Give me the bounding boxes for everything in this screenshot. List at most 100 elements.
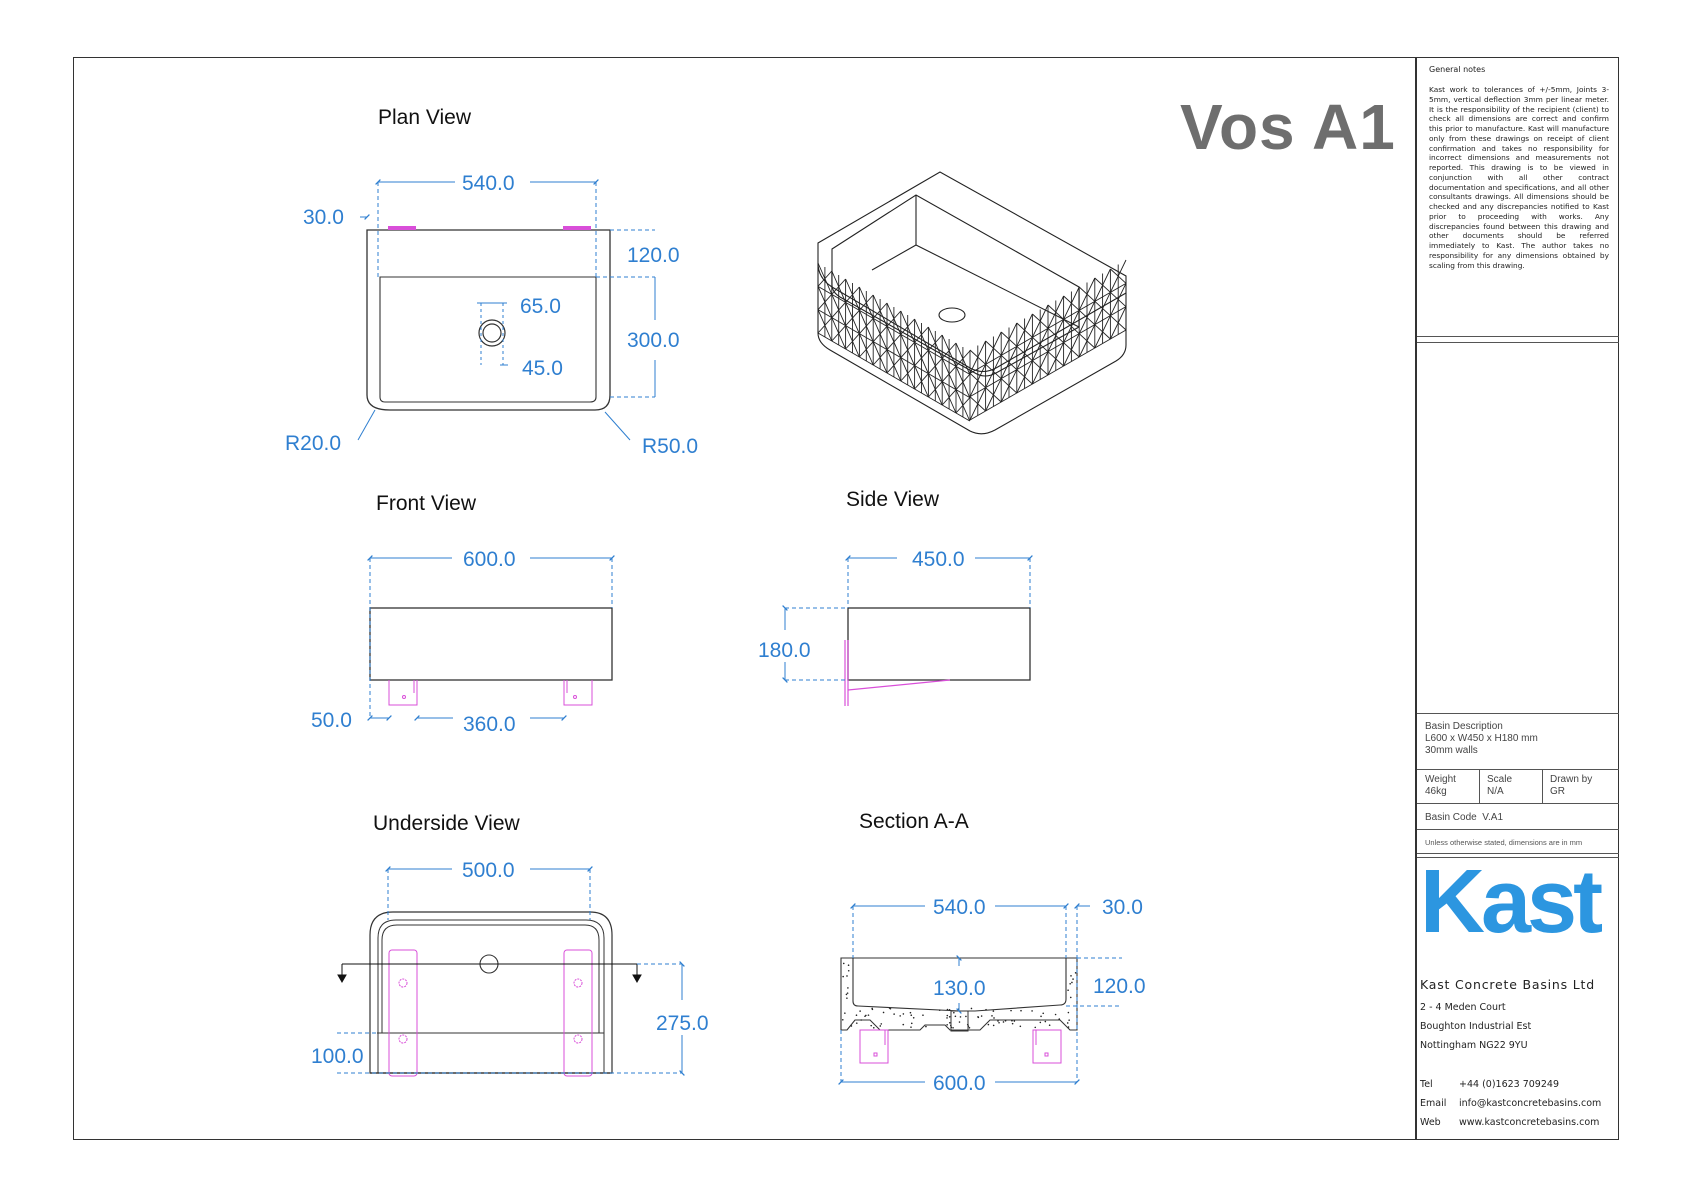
underside-dim-100: 100.0 xyxy=(311,1045,364,1068)
concrete-speck xyxy=(922,1014,924,1016)
address-line-2: Boughton Industrial Est xyxy=(1420,1021,1532,1032)
underside-dim-275: 275.0 xyxy=(656,1012,709,1035)
concrete-speck xyxy=(1058,1018,1061,1020)
web-link[interactable]: www.kastconcretebasins.com xyxy=(1459,1117,1600,1128)
email-link[interactable]: info@kastconcretebasins.com xyxy=(1459,1098,1602,1109)
plan-dim-65: 65.0 xyxy=(520,295,561,318)
concrete-speck xyxy=(1031,1010,1033,1012)
section-a-a-view: Section A-A 540.0 3 xyxy=(838,810,1146,1095)
section-dim-30: 30.0 xyxy=(1102,896,1143,919)
concrete-speck xyxy=(992,1010,995,1012)
concrete-speck xyxy=(846,975,848,977)
concrete-speck xyxy=(841,1018,844,1021)
concrete-speck xyxy=(1004,1019,1007,1022)
concrete-speck xyxy=(846,992,849,994)
plan-dim-r50: R50.0 xyxy=(642,435,698,458)
concrete-speck xyxy=(909,1011,912,1014)
concrete-speck xyxy=(1066,1022,1069,1024)
plan-view-title: Plan View xyxy=(378,106,472,129)
concrete-speck xyxy=(948,1021,951,1024)
concrete-speck xyxy=(948,1009,951,1011)
underside-dim-500: 500.0 xyxy=(462,859,515,882)
section-brackets xyxy=(859,1029,1062,1064)
concrete-speck xyxy=(850,1025,853,1027)
isometric-pattern xyxy=(817,259,1127,422)
concrete-speck xyxy=(998,1021,1000,1024)
concrete-speck xyxy=(992,1024,995,1027)
concrete-speck xyxy=(1039,1021,1042,1024)
concrete-speck xyxy=(888,1007,891,1009)
concrete-speck xyxy=(893,1013,895,1015)
concrete-speck xyxy=(1010,1009,1012,1012)
concrete-speck xyxy=(1067,989,1069,992)
concrete-speck xyxy=(912,1016,915,1019)
concrete-speck xyxy=(950,1024,952,1027)
plan-waste-inner xyxy=(482,323,502,343)
concrete-speck xyxy=(953,1011,955,1014)
concrete-speck xyxy=(925,1025,927,1028)
concrete-speck xyxy=(1042,1012,1045,1015)
concrete-speck xyxy=(902,1023,905,1026)
divider xyxy=(1417,342,1619,343)
drawing-frame xyxy=(73,57,1619,1140)
scale-label: Scale xyxy=(1487,774,1513,785)
side-dim-450: 450.0 xyxy=(912,548,965,571)
basin-description-dims: L600 x W450 x H180 mm xyxy=(1425,733,1538,744)
concrete-speck xyxy=(1013,1020,1016,1022)
divider xyxy=(1417,803,1619,804)
notes-title: General notes xyxy=(1429,65,1486,74)
concrete-speck xyxy=(946,1017,948,1019)
concrete-speck xyxy=(899,1015,901,1017)
basin-code: Basin Code V.A1 xyxy=(1425,812,1503,824)
plan-bracket-left xyxy=(388,226,416,230)
plan-dim-wall-30: 30.0 xyxy=(303,206,344,229)
concrete-speck xyxy=(882,1011,885,1014)
weight-label: Weight xyxy=(1425,774,1456,785)
concrete-speck xyxy=(1040,1015,1042,1018)
concrete-speck xyxy=(1070,975,1072,977)
section-line-a-a[interactable] xyxy=(337,963,642,984)
concrete-speck xyxy=(860,1019,862,1021)
concrete-speck xyxy=(1002,1021,1005,1023)
concrete-speck xyxy=(987,1023,990,1026)
weight-value: 46kg xyxy=(1425,786,1447,797)
side-view: Side View 450.0 180.0 xyxy=(758,488,1033,706)
concrete-speck xyxy=(958,1021,961,1023)
concrete-speck xyxy=(1069,983,1071,985)
concrete-speck xyxy=(946,1008,949,1011)
title-block: General notes Kast work to tolerances of… xyxy=(1415,57,1619,1140)
tel-value[interactable]: +44 (0)1623 709249 xyxy=(1459,1079,1559,1090)
front-dim-50: 50.0 xyxy=(311,709,352,732)
concrete-speck xyxy=(1072,978,1074,980)
concrete-speck xyxy=(938,1009,941,1011)
concrete-speck xyxy=(842,962,845,965)
concrete-speck xyxy=(965,1015,967,1018)
section-view-title: Section A-A xyxy=(859,810,969,833)
divider xyxy=(1417,713,1619,714)
kast-logo: Kast xyxy=(1420,852,1603,952)
divider xyxy=(1417,829,1619,830)
side-view-title: Side View xyxy=(846,488,940,511)
concrete-speck xyxy=(954,1015,957,1018)
tel-label: Tel xyxy=(1420,1079,1433,1090)
concrete-speck xyxy=(844,1012,846,1014)
concrete-speck xyxy=(846,997,848,999)
concrete-speck xyxy=(997,1020,999,1022)
side-outline xyxy=(847,607,1031,681)
section-outline xyxy=(840,957,1078,1031)
concrete-speck xyxy=(1067,1011,1070,1014)
plan-dim-r20: R20.0 xyxy=(285,432,341,455)
company-name: Kast Concrete Basins Ltd xyxy=(1420,977,1595,992)
section-dim-120: 120.0 xyxy=(1093,975,1146,998)
concrete-speck xyxy=(1071,981,1073,984)
concrete-speck xyxy=(1068,1019,1070,1021)
concrete-speck xyxy=(980,1015,983,1017)
concrete-speck xyxy=(842,975,844,978)
concrete-speck xyxy=(1011,1020,1013,1022)
concrete-speck xyxy=(1019,1025,1022,1028)
concrete-speck xyxy=(1074,972,1077,974)
front-view-title: Front View xyxy=(376,492,477,515)
section-dim-540: 540.0 xyxy=(933,896,986,919)
concrete-speck xyxy=(948,1015,951,1018)
concrete-speck xyxy=(985,1008,987,1011)
